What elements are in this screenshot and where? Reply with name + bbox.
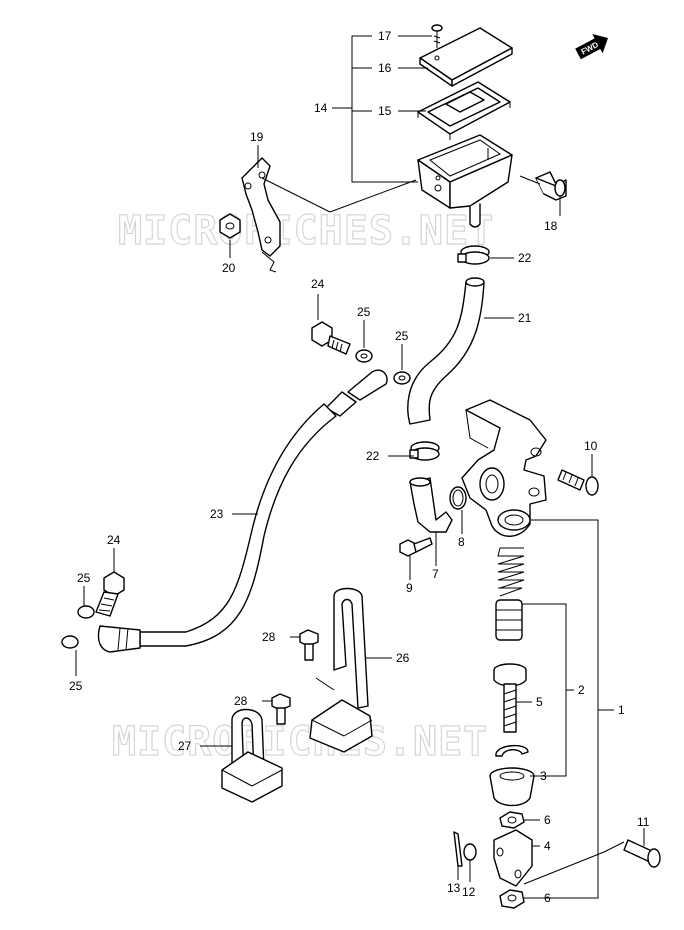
part-15-diaphragm [417,81,511,140]
callout-13: 13 [447,881,461,895]
part-21-reservoir-hose [407,277,485,425]
part-25-washer-d [61,635,79,649]
part-22-hose-clamp-upper [457,245,490,265]
callout-26: 26 [396,651,410,665]
part-5-push-rod [493,663,527,733]
callout-5: 5 [536,695,543,709]
callout-25-c: 25 [77,571,91,585]
part-26-hose-guide [309,587,373,753]
part-24-union-bolt-lower [95,571,125,617]
callout-24-upper: 24 [311,277,325,291]
part-3-boot [489,767,535,807]
callout-19: 19 [250,130,264,144]
callout-24-lower: 24 [107,533,121,547]
part-1-spring [497,547,525,597]
callout-21: 21 [518,311,532,325]
callout-27: 27 [178,739,192,753]
callout-3: 3 [540,769,547,783]
callout-10: 10 [584,439,598,453]
callout-6-lower: 6 [544,891,551,905]
callout-9: 9 [406,581,413,595]
part-1-master-cylinder-body [461,399,547,537]
callout-22-upper: 22 [518,251,532,265]
part-24-union-bolt-upper [311,321,351,355]
callout-25-d: 25 [69,679,83,693]
callout-11: 11 [637,815,650,829]
callout-18: 18 [544,219,558,233]
part-2-circlip [495,745,529,757]
callout-20: 20 [222,261,236,275]
callout-22-lower: 22 [366,449,380,463]
callout-28-a: 28 [262,630,276,644]
callout-2: 2 [578,683,585,697]
callout-14: 14 [314,101,328,115]
watermark-top: MICROFICHES.NET [118,208,494,254]
callout-17: 17 [378,29,392,43]
callout-25-b: 25 [395,329,409,343]
part-12-washer [463,843,477,861]
part-4-clevis [493,829,533,887]
part-10-bolt [557,469,599,496]
callout-16: 16 [378,61,392,75]
callout-28-b: 28 [234,694,248,708]
part-6-nut-lower [499,889,525,909]
callout-7: 7 [432,567,439,581]
part-28-bolt-a [299,629,319,661]
part-22-hose-clamp-lower [409,441,440,461]
part-9-screw [399,537,433,557]
callout-4: 4 [544,839,551,853]
callout-numbers: 17 16 15 14 18 19 20 22 21 24 25 25 22 1… [69,29,650,905]
callout-12: 12 [462,885,476,899]
part-11-clevis-pin [623,839,661,868]
callout-1: 1 [618,703,625,717]
fwd-arrow-icon: FWD [575,33,609,60]
part-18-bolt [519,171,567,201]
callout-8: 8 [458,535,465,549]
part-14-reservoir [417,134,513,228]
part-13-cotter-pin [453,831,463,867]
part-20-nut [219,213,241,239]
part-27-hose-guide [221,708,283,803]
leader-lines [75,35,645,899]
part-6-nut-upper [499,811,525,829]
callout-23: 23 [210,507,224,521]
part-19-bracket [241,157,281,273]
callout-6-upper: 6 [544,813,551,827]
callout-15: 15 [378,104,392,118]
part-23-brake-hose [97,369,388,653]
part-25-washer-c [77,605,95,619]
part-2-piston-cup [495,599,523,641]
part-16-reservoir-cap [419,27,513,87]
part-25-washer-a [355,349,373,363]
part-17-screw [431,24,443,48]
callout-25-a: 25 [357,305,371,319]
part-28-bolt-b [271,693,291,725]
part-25-washer-b [393,371,411,385]
watermark-bottom: MICROFICHES.NET [112,719,488,765]
part-7-hose-union [409,477,453,533]
